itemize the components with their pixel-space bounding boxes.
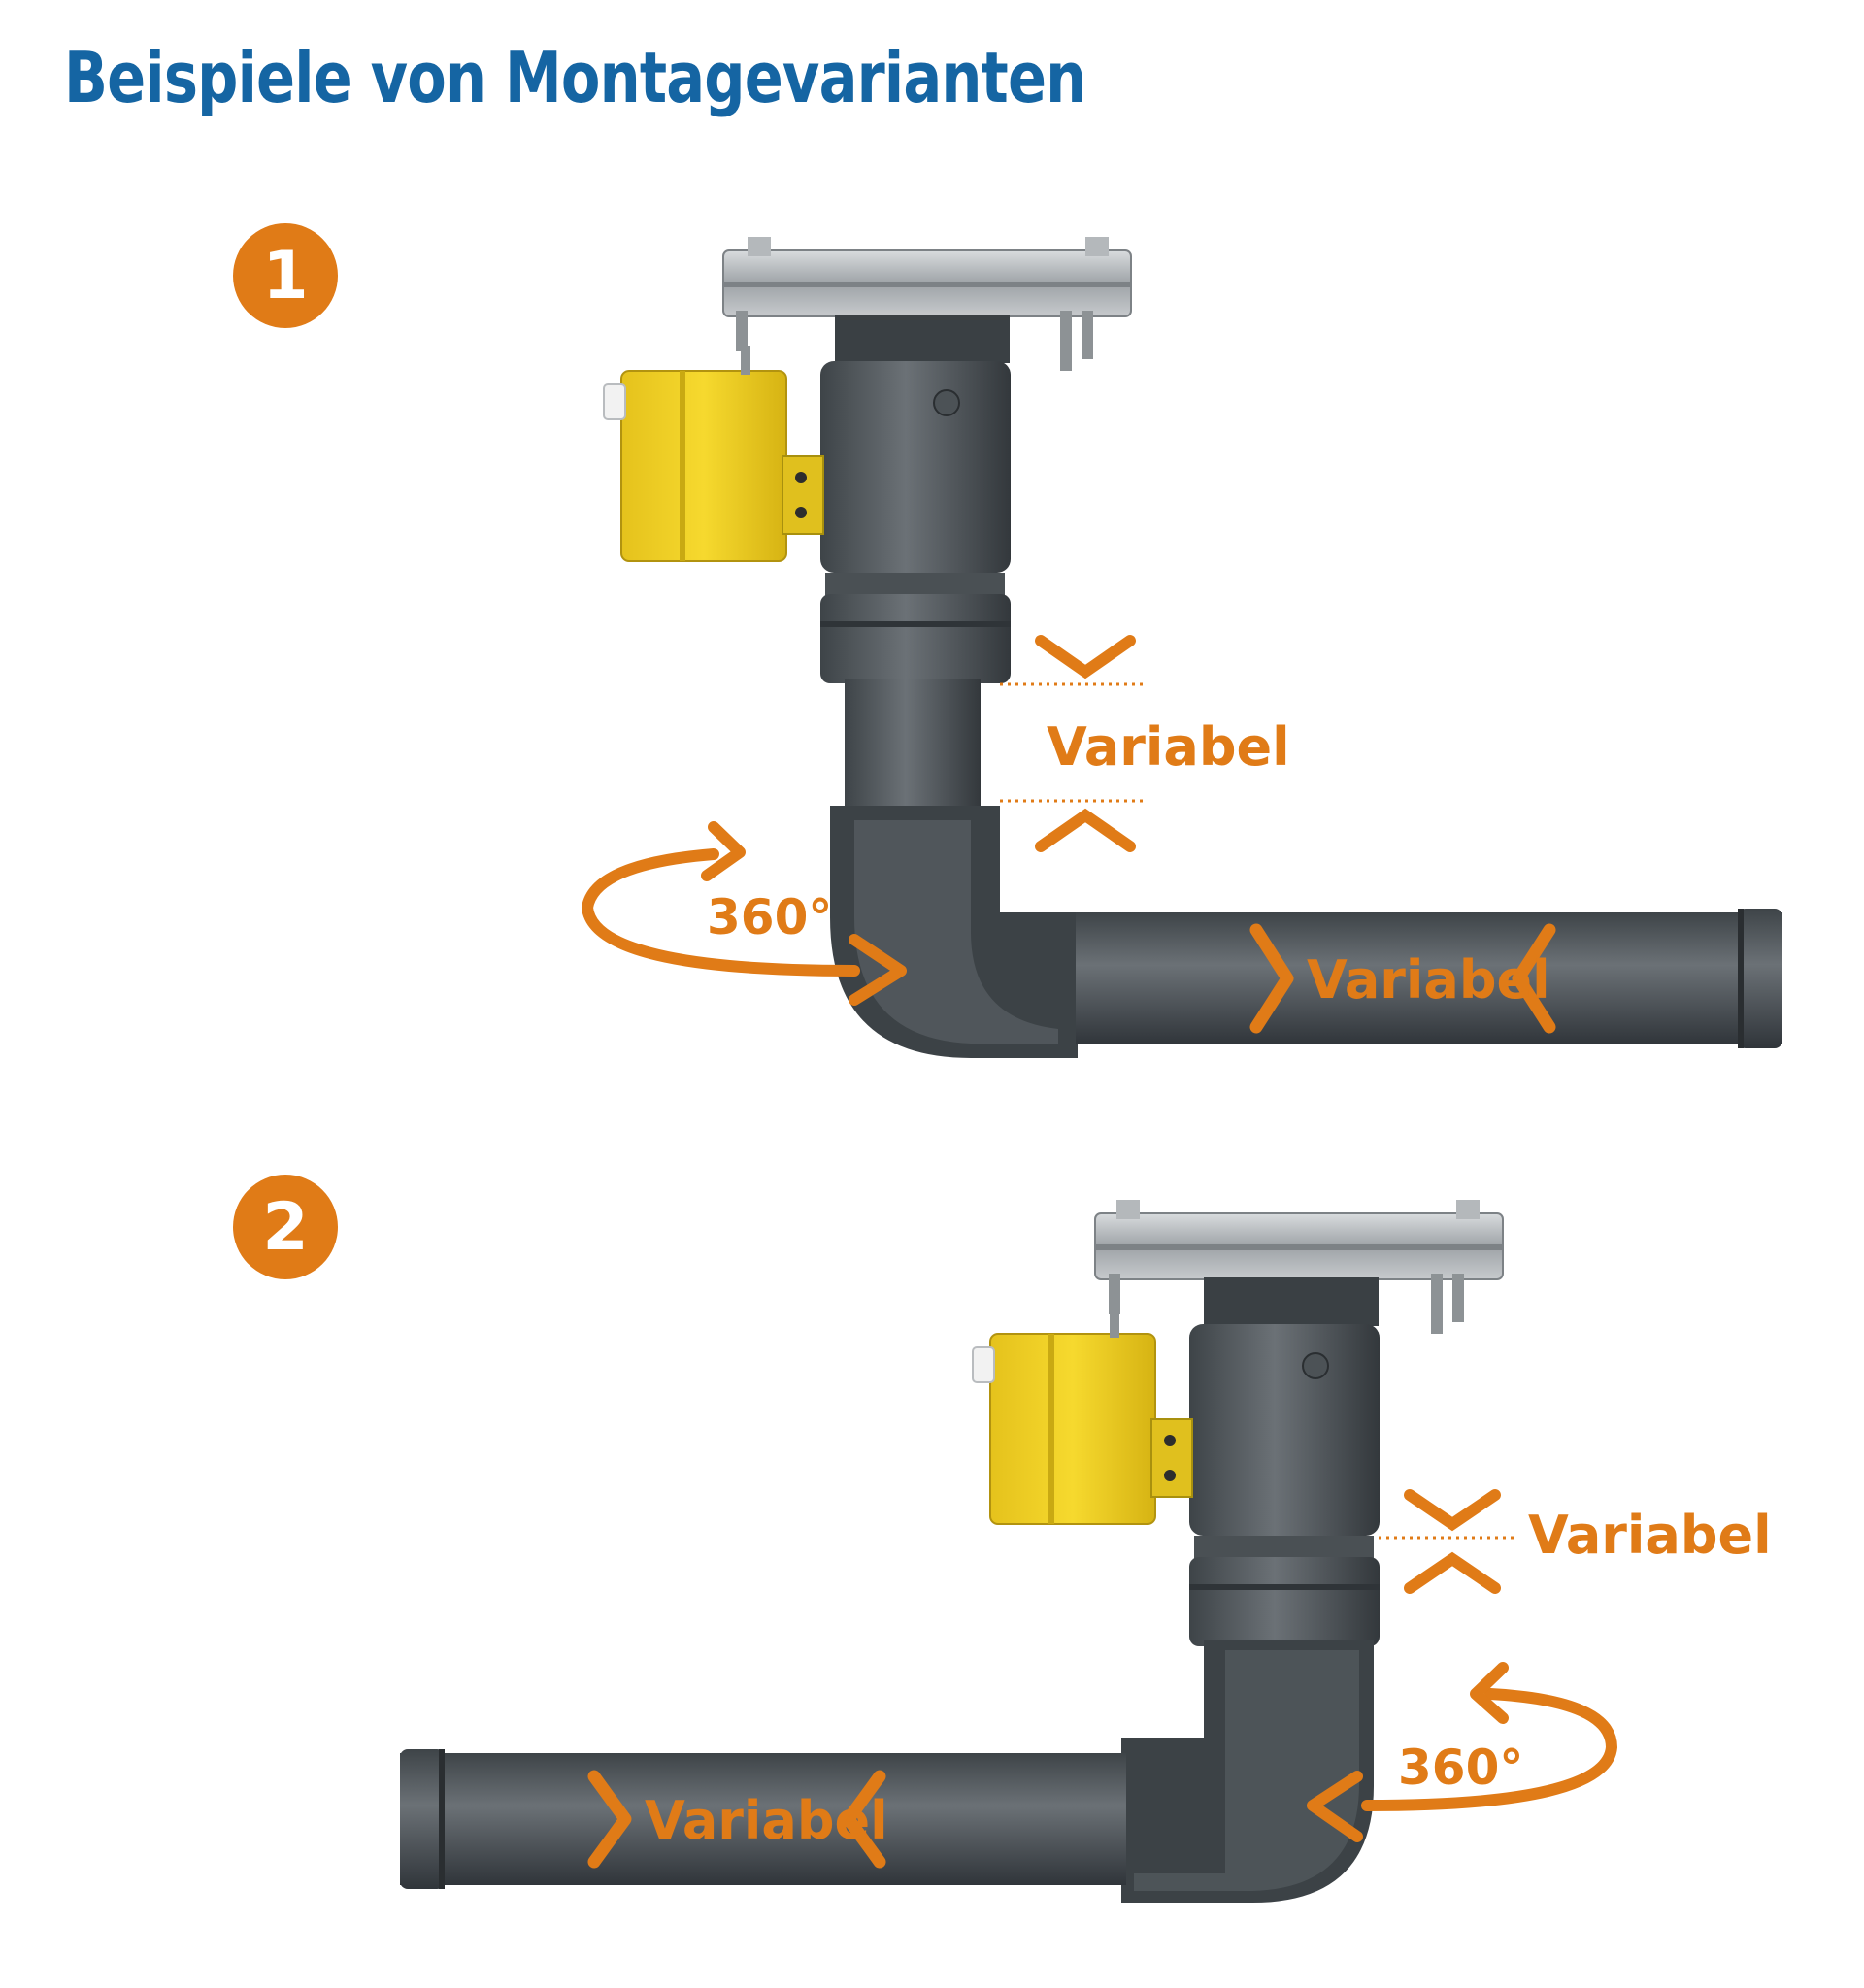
horizontal-length-label: Variabel	[1307, 949, 1550, 1011]
pipe-elbow	[830, 806, 1078, 1058]
step-badge-2: 2	[233, 1175, 338, 1279]
horizontal-pipe	[400, 1749, 1126, 1889]
horizontal-length-marker: Variabel	[1249, 923, 1556, 1034]
rotation-label: 360°	[707, 889, 832, 945]
rotation-arrow: 360°	[581, 821, 907, 1006]
pipe-elbow	[1121, 1640, 1374, 1903]
ball-valve	[820, 315, 1011, 683]
flange-plate	[1094, 1200, 1504, 1334]
ball-valve	[1189, 1277, 1380, 1646]
step-badge-1: 1	[233, 223, 338, 328]
vertical-length-label: Variabel	[1047, 716, 1290, 778]
horizontal-length-marker: Variabel	[587, 1770, 888, 1869]
assembly-variant-2: Variabel Variabel 360°	[400, 1200, 1772, 1903]
vertical-length-marker: Variabel	[1000, 635, 1290, 852]
vertical-length-marker: Variabel	[1379, 1489, 1772, 1594]
flange-plate	[722, 237, 1132, 371]
actuator-box	[603, 346, 824, 562]
assembly-variant-1: Variabel Variabel 360°	[581, 237, 1782, 1058]
rotation-arrow: 360°	[1307, 1662, 1618, 1842]
rotation-label: 360°	[1398, 1740, 1523, 1796]
vertical-pipe	[845, 679, 981, 825]
page-title: Beispiele von Montagevarianten	[64, 37, 1086, 118]
actuator-box	[972, 1309, 1193, 1525]
vertical-length-label: Variabel	[1528, 1505, 1772, 1566]
horizontal-pipe	[1076, 909, 1782, 1048]
horizontal-length-label: Variabel	[645, 1790, 888, 1851]
